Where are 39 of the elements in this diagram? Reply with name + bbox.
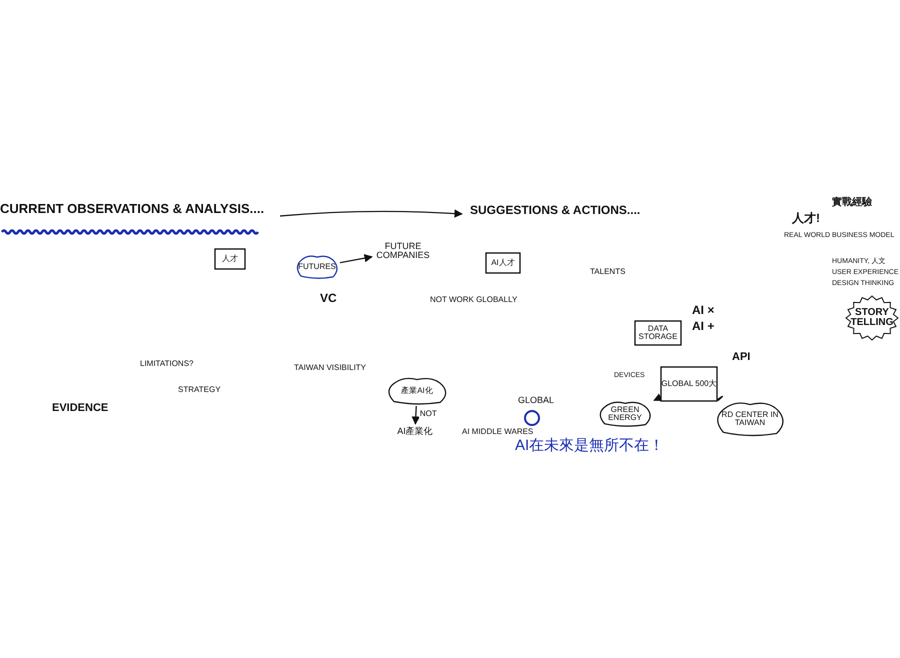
node-text: AI人才: [491, 258, 515, 268]
node-text: DATA STORAGE: [638, 324, 678, 342]
node-text: FUTURE COMPANIES: [375, 242, 431, 260]
handwritten-text: TAIWAN VISIBILITY: [294, 364, 366, 372]
node-text: GLOBAL 500大: [661, 380, 717, 388]
section-heading: CURRENT OBSERVATIONS & ANALYSIS....: [0, 202, 264, 216]
node-text: GREEN ENERGY: [607, 406, 643, 422]
thought-cloud: [294, 254, 340, 280]
arrow: [653, 393, 663, 401]
node-text: 產業AI化: [401, 386, 433, 396]
thought-text: NOT WORK GLOBALLY: [430, 296, 518, 304]
closing-statement: AI在未來是無所不在！: [515, 438, 664, 454]
node-text: RD CENTER IN TAIWAN: [720, 410, 780, 428]
handwritten-text: API: [732, 352, 750, 364]
handwritten-text: STRATEGY: [178, 386, 221, 394]
node-text: STORY TELLING: [850, 308, 894, 328]
edge-label: NOT: [418, 410, 438, 418]
handwritten-text: TALENTS: [590, 268, 626, 276]
arrow: [340, 254, 373, 264]
text-box: [660, 366, 718, 402]
node-caption: GLOBAL: [518, 396, 554, 406]
person-label: VC: [320, 292, 337, 305]
handwritten-text: AI +: [692, 320, 714, 333]
circle-marker: [524, 410, 540, 426]
text-box: [634, 320, 682, 346]
text-box: [214, 248, 246, 270]
burst-bubble: [846, 296, 898, 340]
node-text: 人才: [222, 254, 238, 264]
arrow: [412, 406, 420, 425]
section-heading: SUGGESTIONS & ACTIONS....: [470, 204, 640, 217]
node-text: AI產業化: [397, 427, 433, 437]
handwritten-text: AI MIDDLE WARES: [462, 428, 534, 436]
node-text: FUTURES: [298, 262, 336, 272]
handwritten-text: LIMITATIONS?: [140, 360, 194, 368]
emphasis-text: EVIDENCE: [52, 403, 108, 415]
handwritten-text: AI ×: [692, 304, 714, 317]
banner-text: 實戰經驗: [832, 198, 872, 208]
text-box: [485, 252, 521, 274]
exclamation-text: 人才!: [792, 212, 820, 225]
